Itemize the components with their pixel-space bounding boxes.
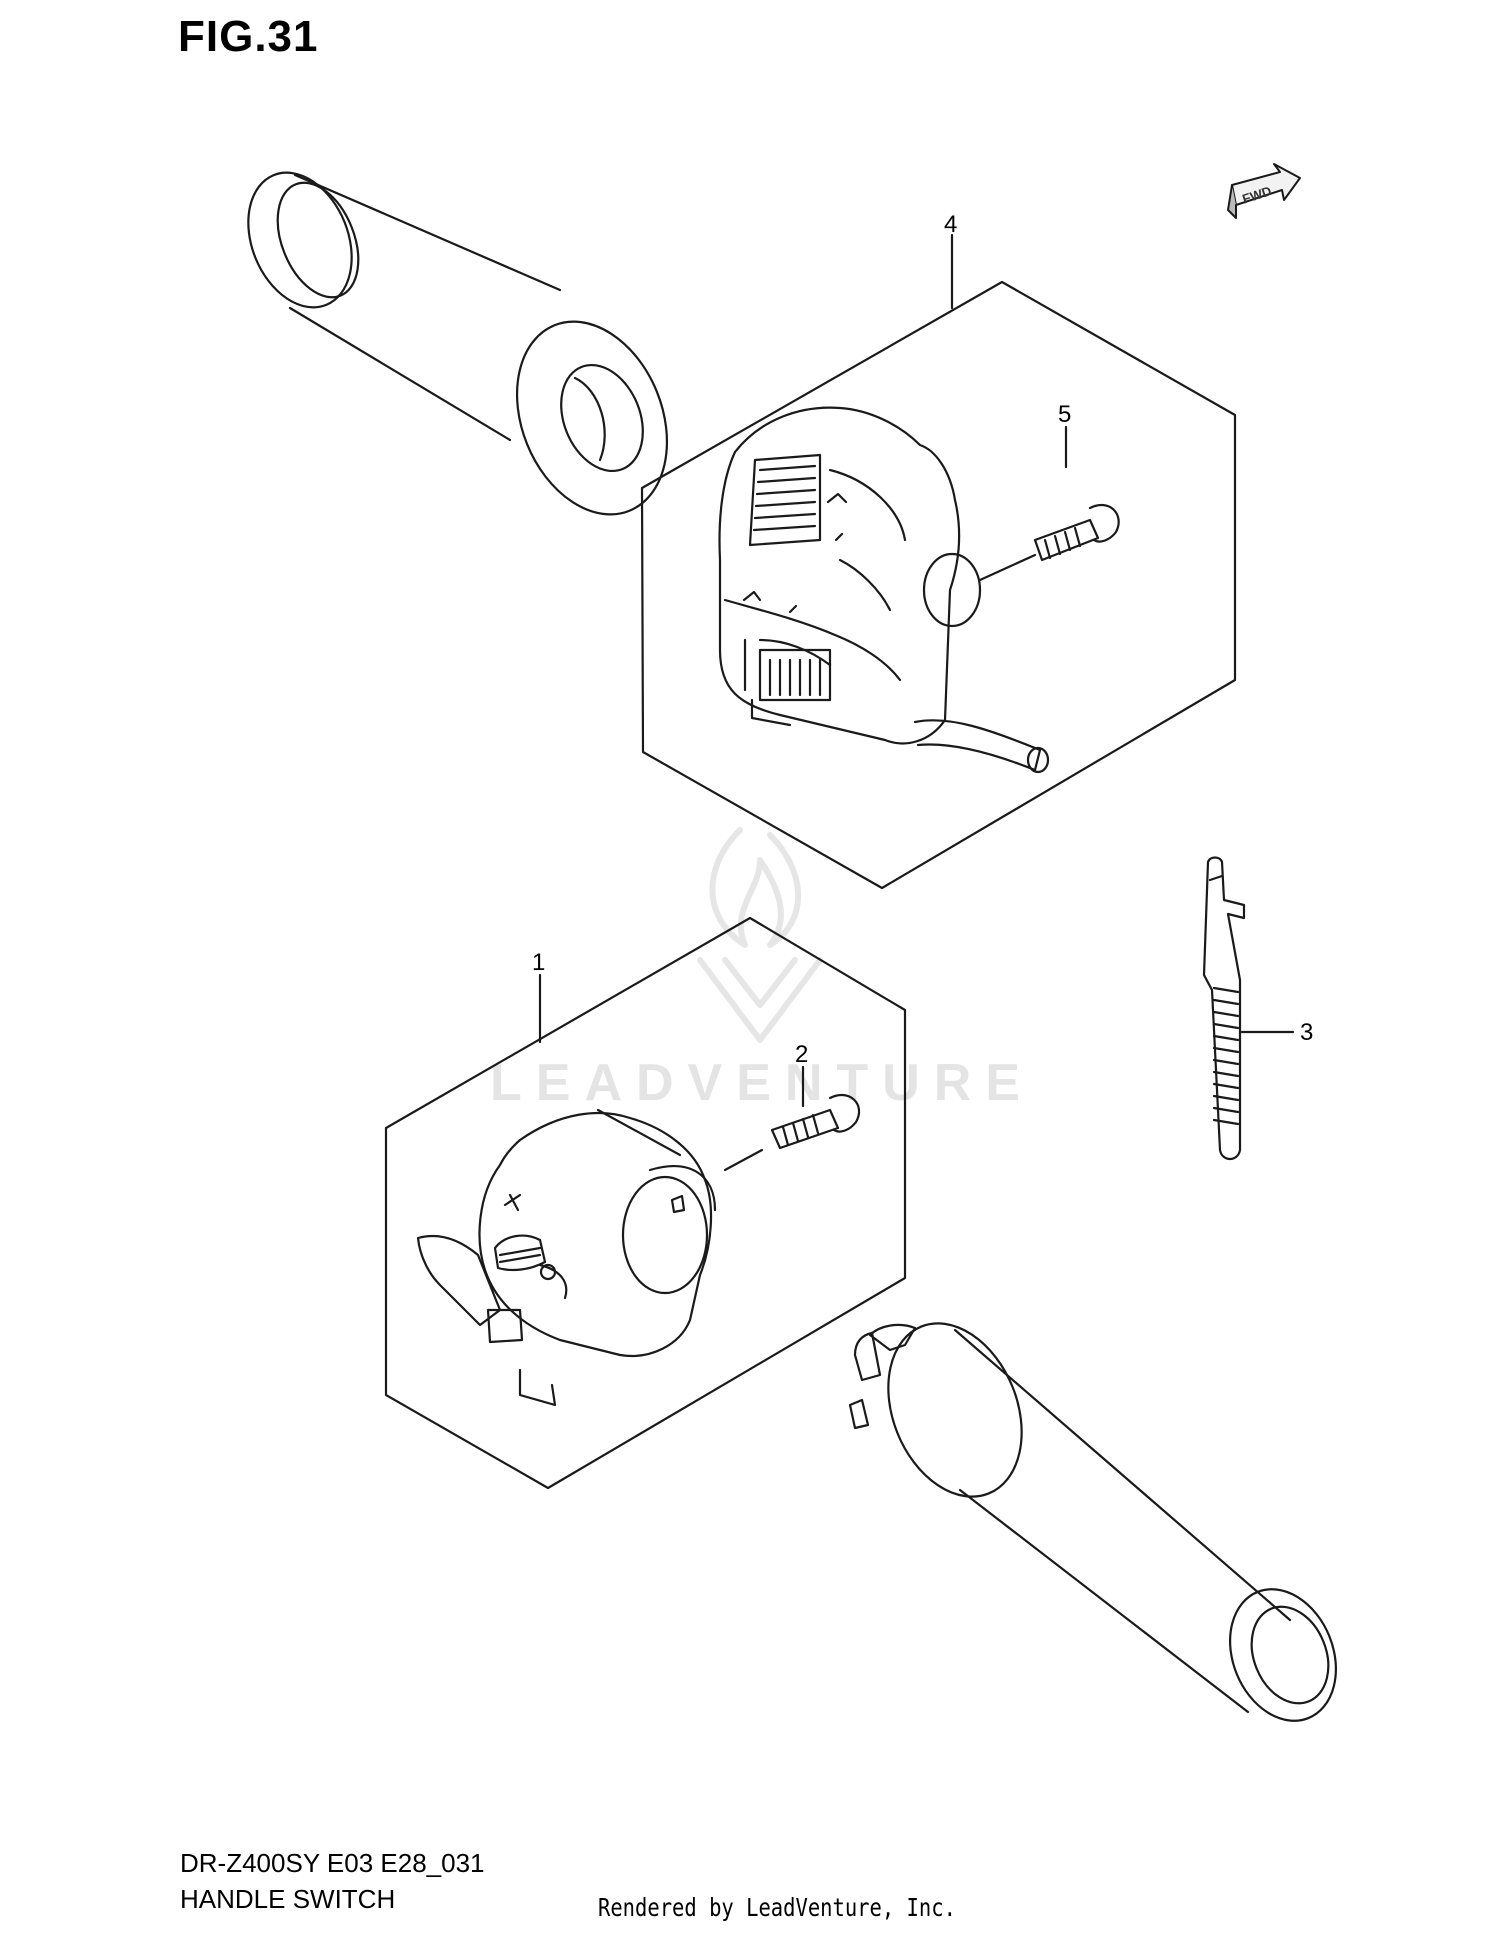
left-switch-housing-drawing — [416, 1108, 717, 1407]
fwd-arrow-icon: FWD — [1227, 163, 1301, 219]
callout-label-1: 1 — [532, 949, 545, 976]
section-name: HANDLE SWITCH — [180, 1884, 396, 1914]
right-grip-drawing — [848, 1322, 1337, 1722]
kit-outline-4 — [640, 280, 1237, 890]
callout-label-3: 3 — [1300, 1019, 1313, 1046]
right-switch-housing-drawing — [718, 406, 1050, 774]
watermark-logo — [697, 827, 823, 1043]
left-grip-drawing — [247, 171, 669, 516]
screw-2-drawing — [723, 1065, 861, 1172]
clamp-3-drawing — [1202, 856, 1295, 1161]
render-credit: Rendered by LeadVenture, Inc. — [598, 1893, 956, 1922]
callout-label-5: 5 — [1058, 401, 1071, 428]
model-code: DR-Z400SY E03 E28_031 — [180, 1848, 485, 1878]
screw-5-drawing — [978, 425, 1120, 582]
callout-label-2: 2 — [795, 1041, 808, 1068]
callout-label-4: 4 — [944, 211, 957, 238]
kit-outline-1 — [384, 916, 907, 1490]
figure-title: FIG.31 — [178, 12, 319, 61]
watermark-text: LEADVENTURE — [490, 1054, 1034, 1112]
callout-group-4 — [640, 233, 1237, 890]
callout-group-1 — [384, 916, 907, 1490]
